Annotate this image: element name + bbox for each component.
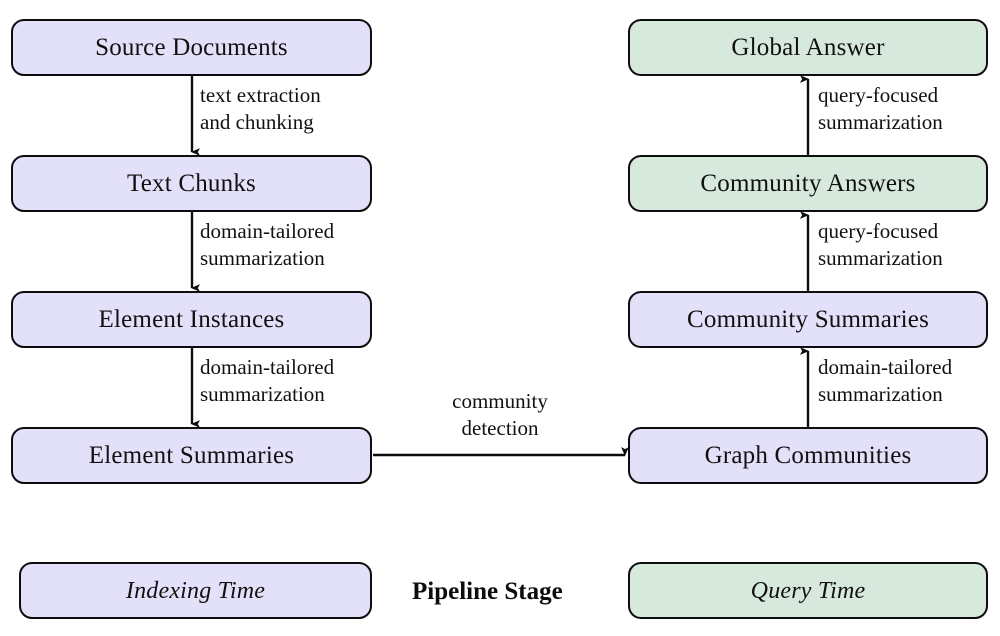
edge-label-domain-tailored-1: domain-tailored summarization	[200, 219, 335, 271]
edge-label-domain-tailored-3: domain-tailored summarization	[818, 355, 953, 407]
edge-label-domain-tailored-2: domain-tailored summarization	[200, 355, 335, 407]
node-community-answers: Community Answers	[628, 155, 988, 212]
edge-label-text-extraction: text extraction and chunking	[200, 83, 321, 135]
legend-label: Query Time	[750, 577, 866, 604]
node-label: Element Instances	[98, 306, 285, 333]
legend-label: Indexing Time	[125, 577, 266, 604]
legend-indexing-time: Indexing Time	[19, 562, 372, 619]
node-graph-communities: Graph Communities	[628, 427, 988, 484]
node-label: Community Answers	[700, 170, 916, 197]
node-community-summaries: Community Summaries	[628, 291, 988, 348]
legend-query-time: Query Time	[628, 562, 988, 619]
edge-label-community-detection: community detection	[452, 389, 548, 441]
node-label: Source Documents	[95, 34, 288, 61]
edge-label-query-focused-1: query-focused summarization	[818, 83, 943, 135]
node-global-answer: Global Answer	[628, 19, 988, 76]
page-title: Pipeline Stage	[412, 578, 563, 605]
node-label: Text Chunks	[127, 170, 256, 197]
node-label: Element Summaries	[88, 442, 295, 469]
node-text-chunks: Text Chunks	[11, 155, 372, 212]
node-source-documents: Source Documents	[11, 19, 372, 76]
node-label: Global Answer	[731, 34, 885, 61]
node-label: Graph Communities	[704, 442, 912, 469]
node-label: Community Summaries	[687, 306, 929, 333]
node-element-summaries: Element Summaries	[11, 427, 372, 484]
node-element-instances: Element Instances	[11, 291, 372, 348]
edge-label-query-focused-2: query-focused summarization	[818, 219, 943, 271]
